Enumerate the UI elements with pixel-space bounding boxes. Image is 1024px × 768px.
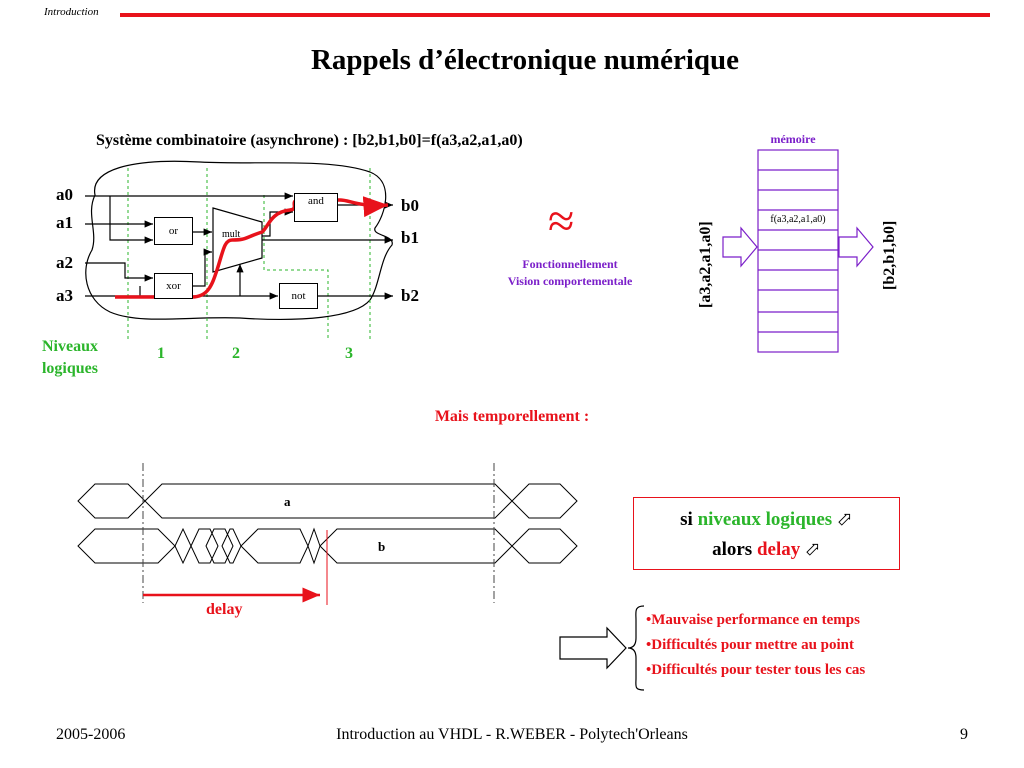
equiv-line1: Fonctionnellement <box>522 257 618 271</box>
footer-course: Introduction au VHDL - R.WEBER - Polytec… <box>336 726 688 743</box>
header-label: Introduction <box>44 6 99 18</box>
up-arrow-icon-2: ⬀ <box>804 539 821 560</box>
output-b2: b2 <box>401 286 419 305</box>
consequence-1: •Mauvaise performance en temps <box>646 612 860 628</box>
rule-niveaux: niveaux logiques <box>697 509 833 530</box>
memory-output-label: [b2,b1,b0] <box>881 220 898 290</box>
brace <box>627 605 645 691</box>
not-gate: not <box>279 283 318 309</box>
levels-label-line2: logiques <box>41 360 98 377</box>
rule-delay: delay <box>756 539 801 560</box>
rule-line1: si niveaux logiques ⬀ <box>633 508 900 531</box>
slide-title: Rappels d’électronique numérique <box>310 44 740 76</box>
level-3: 3 <box>345 345 353 362</box>
equiv-line2: Vision comportementale <box>507 274 633 288</box>
levels-label-line1: Niveaux <box>42 338 98 355</box>
footer-years: 2005-2006 <box>56 726 126 743</box>
memory-cell-text: f(a3,a2,a1,a0) <box>770 214 826 225</box>
input-a0: a0 <box>56 185 73 204</box>
up-arrow-icon: ⬀ <box>836 509 853 530</box>
rule-si: si <box>680 509 698 530</box>
header-rule <box>120 13 990 17</box>
timing-markers <box>142 463 495 603</box>
delay-label: delay <box>206 601 243 618</box>
signal-b-label: b <box>378 539 386 554</box>
timing-intro: Mais temporellement : <box>434 408 590 425</box>
rule-alors: alors <box>712 539 757 560</box>
output-b0: b0 <box>401 196 419 215</box>
conclusion-arrow <box>559 626 627 670</box>
rule-line2: alors delay ⬀ <box>633 538 900 561</box>
input-a1: a1 <box>56 213 73 232</box>
memory-block <box>722 149 874 353</box>
signal-a-label: a <box>284 494 291 509</box>
input-a3: a3 <box>56 286 73 305</box>
approx-symbol: ≈ <box>548 195 575 248</box>
footer-page: 9 <box>960 726 968 743</box>
and-gate: and <box>294 193 338 222</box>
input-a2: a2 <box>56 253 73 272</box>
xor-gate: xor <box>154 273 193 299</box>
timing-waves <box>77 483 578 565</box>
output-b1: b1 <box>401 228 419 247</box>
consequence-2: •Difficultés pour mettre au point <box>646 637 855 653</box>
rule-box <box>633 497 900 570</box>
system-title: Système combinatoire (asynchrone) : [b2,… <box>96 132 523 149</box>
consequence-3: •Difficultés pour tester tous les cas <box>646 662 866 678</box>
system-blob <box>85 160 393 321</box>
or-gate: or <box>154 217 193 245</box>
memory-label: mémoire <box>770 132 816 146</box>
mult-label: mult <box>222 229 241 240</box>
levels-label: Niveaux logiques <box>30 336 110 380</box>
level-2: 2 <box>232 345 240 362</box>
level-1: 1 <box>157 345 165 362</box>
memory-input-label: [a3,a2,a1,a0] <box>697 221 714 308</box>
